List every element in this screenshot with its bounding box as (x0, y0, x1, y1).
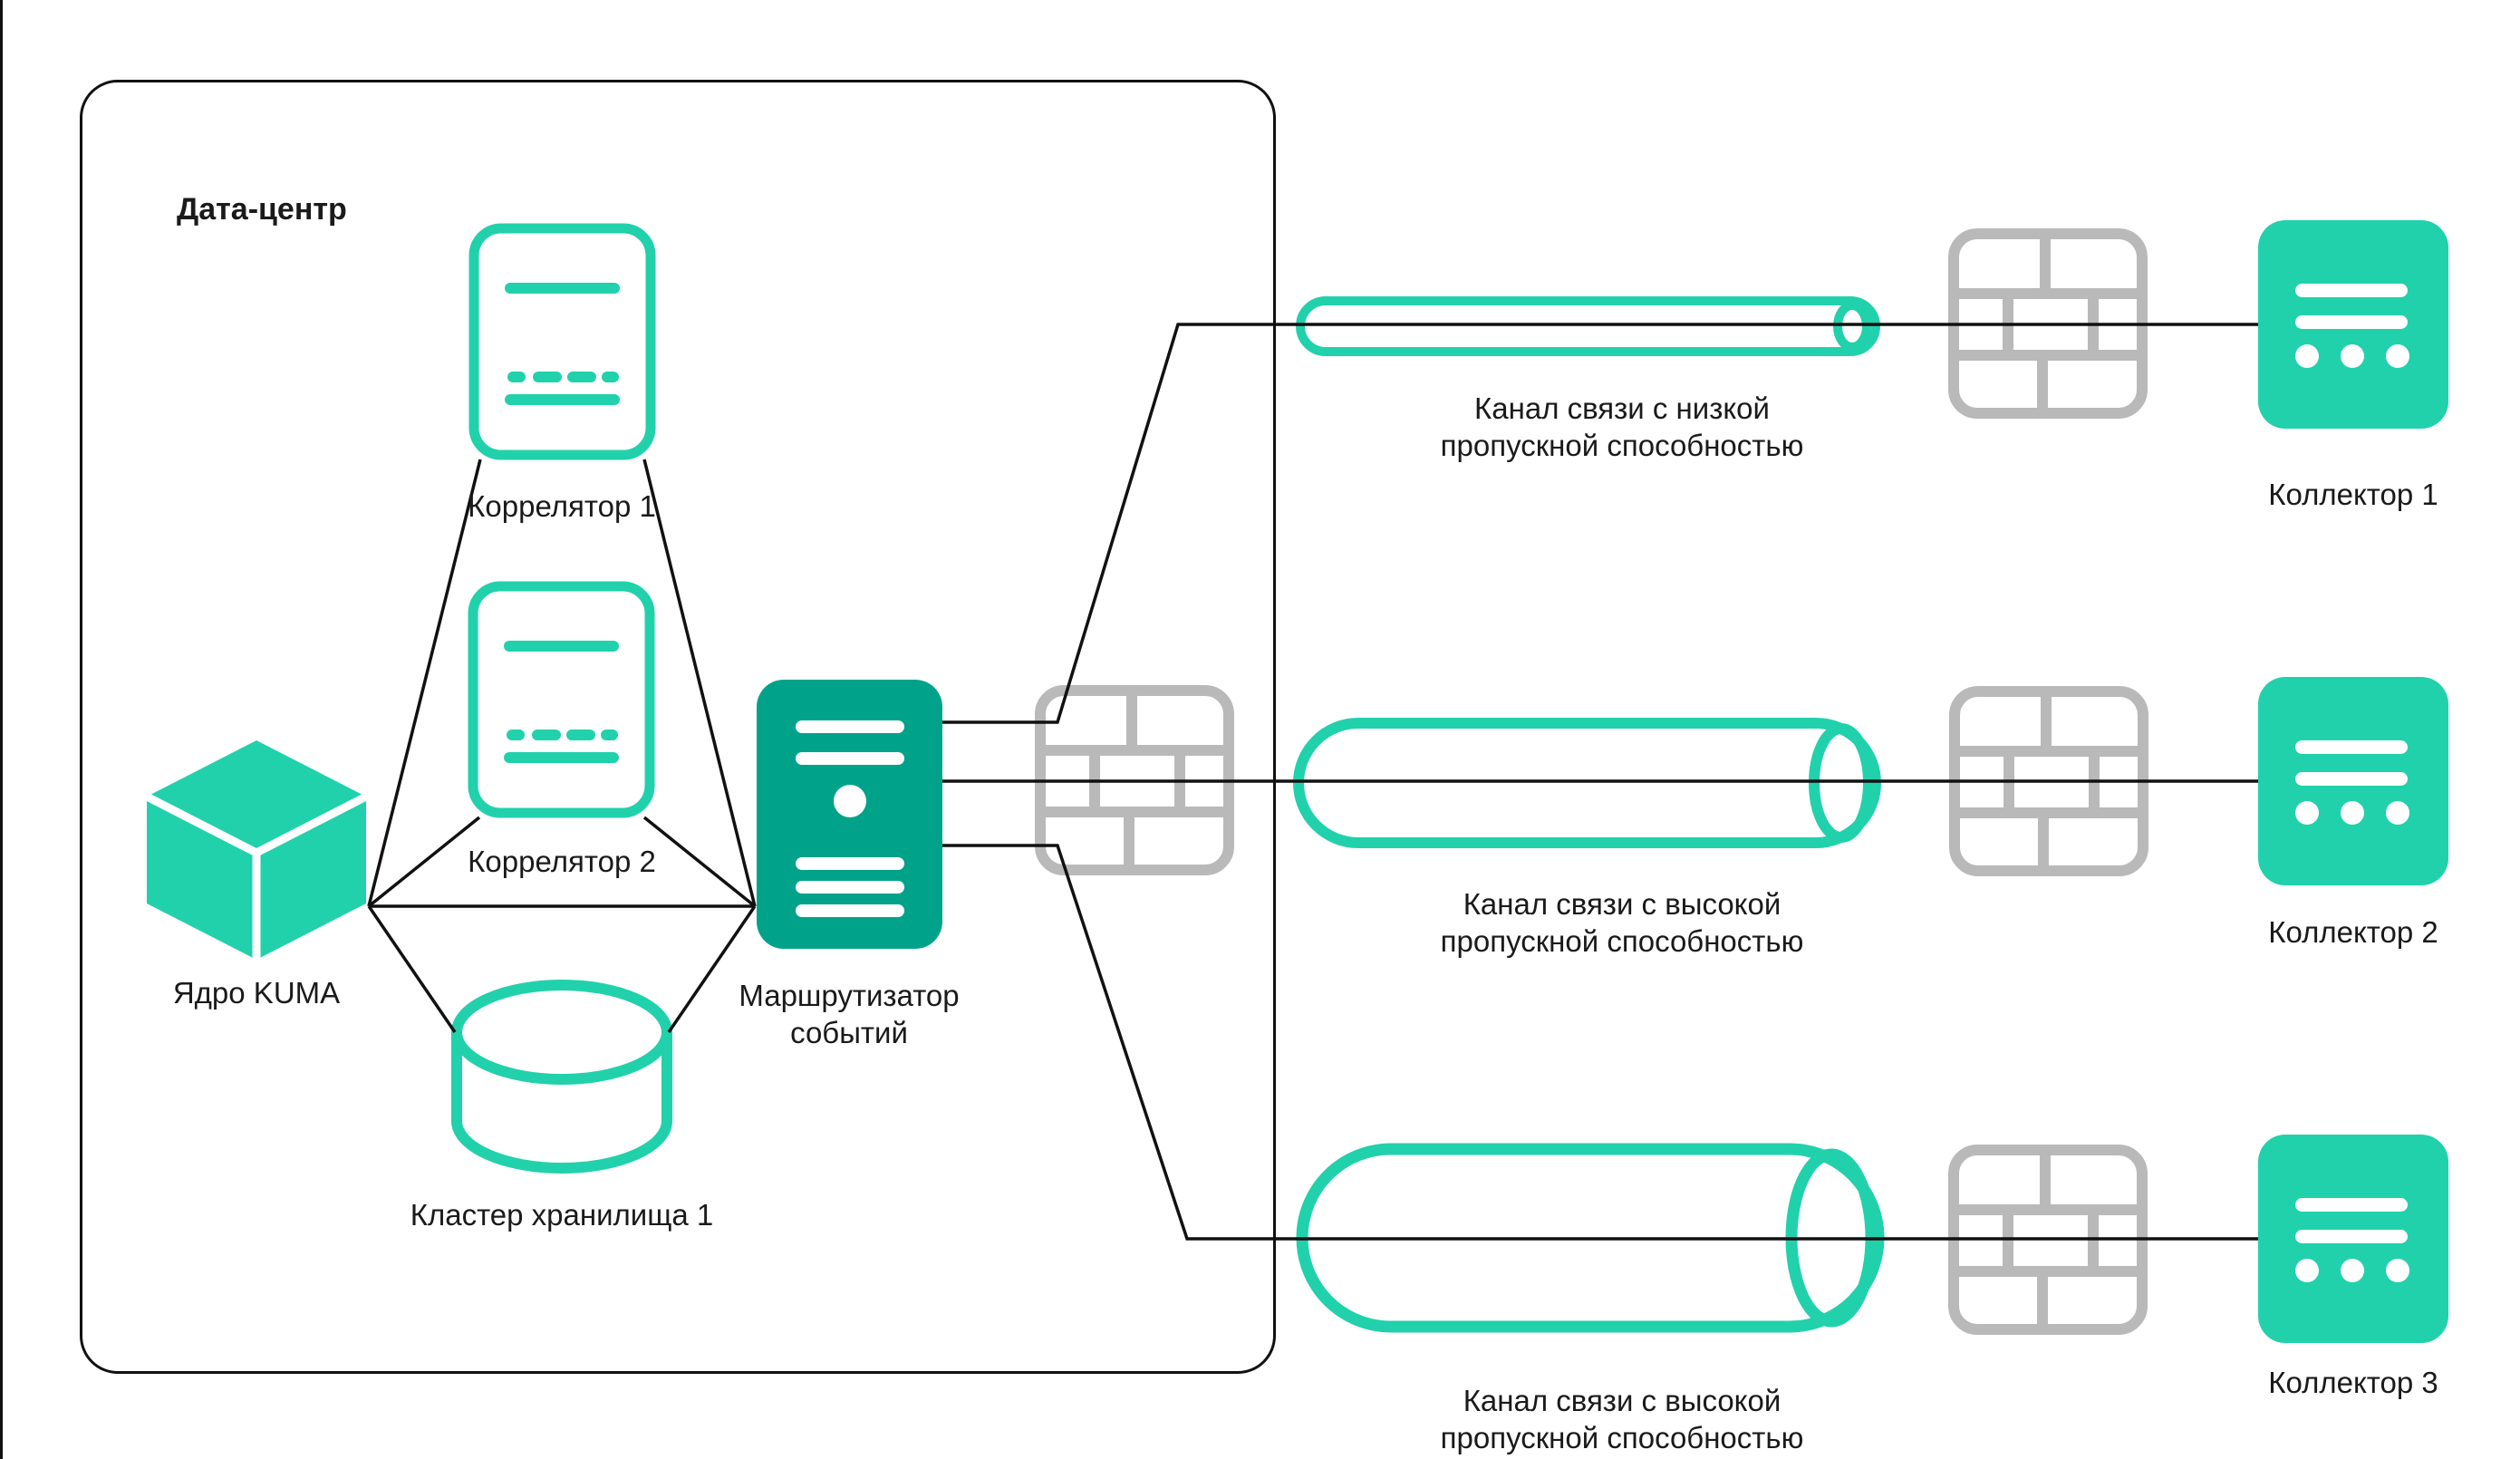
correlator-2-icon (473, 586, 650, 813)
pipe-low-bandwidth-icon (1296, 296, 1880, 356)
kuma-core-label: Ядро KUMA (172, 976, 341, 1010)
kuma-core-cube-icon (144, 740, 369, 960)
collector-3-icon (2258, 1135, 2448, 1343)
collector-1-label: Коллектор 1 (2268, 478, 2438, 511)
correlator-1-label: Коррелятор 1 (468, 489, 656, 523)
event-router-label: Маршрутизатор событий (739, 979, 960, 1049)
collector-1-icon (2258, 220, 2448, 429)
datacenter-box (80, 80, 1276, 1374)
storage-cluster-label: Кластер хранилища 1 (410, 1198, 714, 1232)
channel-low-bandwidth-label: Канал связи с низкой пропускной способно… (1440, 391, 1804, 462)
connection-lines (367, 323, 2258, 1241)
channel-high-bandwidth-1-label: Канал связи с высокой пропускной способн… (1440, 887, 1804, 958)
collector-2-label: Коллектор 2 (2268, 915, 2438, 949)
pipe-high-bandwidth-1-icon (1293, 718, 1881, 848)
collector-2-icon (2258, 677, 2448, 885)
event-router-icon (757, 680, 942, 949)
storage-cluster-icon (451, 980, 672, 1174)
datacenter-label: Дата-центр (177, 192, 347, 227)
channel-high-bandwidth-2-label: Канал связи с высокой пропускной способн… (1440, 1384, 1804, 1454)
screen-edge-line (0, 0, 3, 1459)
correlator-2-label: Коррелятор 2 (468, 845, 656, 878)
correlator-1-icon (474, 228, 651, 455)
collector-3-label: Коллектор 3 (2268, 1366, 2438, 1399)
